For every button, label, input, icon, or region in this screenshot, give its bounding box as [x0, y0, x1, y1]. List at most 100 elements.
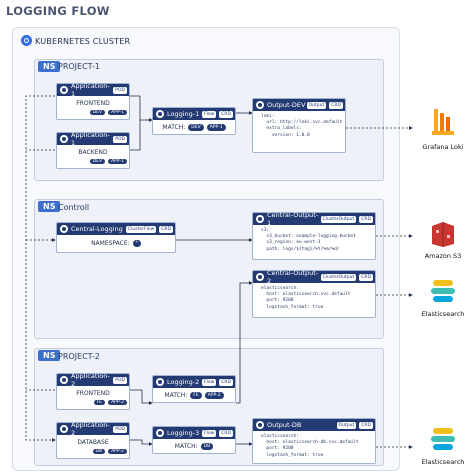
- amazon-s3-logo: [432, 222, 454, 247]
- label-pill: FE: [93, 399, 106, 405]
- external-elasticsearch-2[interactable]: Elasticsearch: [414, 424, 472, 470]
- node-tag: CRD: [159, 225, 173, 233]
- node-title: Application-1: [71, 131, 110, 147]
- label-pill: APP-1: [108, 158, 127, 164]
- label-pill: DEV: [188, 123, 204, 131]
- output-config: elasticsearch: host: elasticsearch.svc.d…: [261, 286, 351, 310]
- node-tag: CRD: [359, 215, 373, 223]
- label-pill: *: [132, 240, 141, 247]
- node-tag: Flow: [201, 429, 217, 437]
- external-grafana-loki[interactable]: Grafana Loki: [414, 105, 472, 155]
- label-pill: APP-2: [204, 391, 224, 399]
- flow-icon: [156, 110, 164, 118]
- external-elasticsearch-1[interactable]: Elasticsearch: [414, 276, 472, 322]
- namespace-label: NAMESPACE:: [91, 240, 130, 247]
- node-label: FRONTEND: [76, 389, 110, 397]
- match-label: MATCH:: [174, 442, 198, 450]
- ns-badge: NS: [38, 61, 61, 72]
- node-tag: CRD: [359, 273, 373, 281]
- label-pill: APP-2: [108, 399, 127, 405]
- elasticsearch-logo: [431, 428, 455, 450]
- output-config: elasticsearch: host: elasticsearch-db.sv…: [261, 434, 359, 458]
- node-tag: ClusterOutput: [320, 273, 357, 281]
- node-title: Central-Output-2: [267, 269, 319, 285]
- node-title: Logging-3: [167, 429, 200, 437]
- output-icon: [256, 273, 264, 281]
- flow-icon: [156, 429, 164, 437]
- node-tag: Flow: [201, 378, 217, 386]
- output-config: loki: url: http://loki.svc.default extra…: [261, 114, 343, 138]
- label-pill: DB: [200, 442, 214, 450]
- node-tag: POD: [113, 86, 127, 94]
- label-pill: APP-1: [108, 109, 127, 115]
- node-tag: POD: [113, 425, 127, 433]
- node-title: Central-Output-1: [267, 211, 319, 227]
- node-tag: ClusterOutput: [320, 215, 357, 223]
- node-title: Logging-1: [167, 110, 200, 118]
- external-label: Elasticsearch: [421, 458, 465, 466]
- ns-name-project-2: PROJECT-2: [58, 352, 100, 361]
- external-label: Grafana Loki: [422, 143, 464, 151]
- node-tag: POD: [113, 376, 127, 384]
- node-tag: CRD: [329, 101, 343, 109]
- output-icon: [256, 215, 264, 223]
- app-icon: [60, 376, 68, 384]
- label-pill: DEV: [89, 109, 106, 115]
- label-pill: APP-1: [206, 123, 226, 131]
- grafana-loki-logo: [432, 109, 454, 135]
- output-config: s3: s3_bucket: example-logging-bucket s3…: [261, 228, 356, 252]
- node-title: Logging-2: [167, 378, 200, 386]
- node-label: DATABASE: [77, 438, 109, 446]
- node-tag: CRD: [359, 421, 373, 429]
- external-amazon-s3[interactable]: Amazon S3: [414, 220, 472, 266]
- node-tag: POD: [113, 135, 127, 143]
- node-tag: ClusterFlow: [126, 225, 157, 233]
- node-title: Application-1: [71, 82, 110, 98]
- node-label: FRONTEND: [76, 99, 110, 107]
- app-icon: [60, 86, 68, 94]
- label-pill: APP-2: [108, 448, 127, 454]
- output-icon: [256, 101, 264, 109]
- node-tag: CRD: [219, 110, 233, 118]
- app-icon: [60, 135, 68, 143]
- ns-name-project-1: PROJECT-1: [58, 62, 100, 71]
- external-label: Amazon S3: [424, 252, 462, 260]
- flow-icon: [156, 378, 164, 386]
- label-pill: FE: [190, 391, 202, 399]
- node-title: Output-DB: [267, 421, 302, 429]
- node-title: Output-DEV: [267, 101, 306, 109]
- app-icon: [60, 425, 68, 433]
- external-label: Elasticsearch: [421, 310, 465, 318]
- node-title: Application-2: [71, 372, 110, 388]
- cluster-label: KUBERNETES CLUSTER: [35, 37, 131, 46]
- ns-name-controll: Controll: [58, 203, 90, 212]
- node-title: Application-2: [71, 421, 110, 437]
- flow-icon: [60, 225, 68, 233]
- node-tag: CRD: [219, 378, 233, 386]
- match-label: MATCH:: [162, 123, 186, 131]
- label-pill: DB: [92, 448, 106, 454]
- match-label: MATCH:: [164, 391, 188, 399]
- output-icon: [256, 421, 264, 429]
- ns-badge: NS: [38, 201, 61, 212]
- node-tag: Flow: [201, 110, 217, 118]
- node-tag: Output: [306, 101, 327, 109]
- node-tag: Output: [336, 421, 357, 429]
- node-title: Central-Logging: [71, 225, 123, 233]
- node-tag: CRD: [219, 429, 233, 437]
- ns-badge: NS: [38, 350, 61, 361]
- diagram-title: LOGGING FLOW: [6, 4, 110, 18]
